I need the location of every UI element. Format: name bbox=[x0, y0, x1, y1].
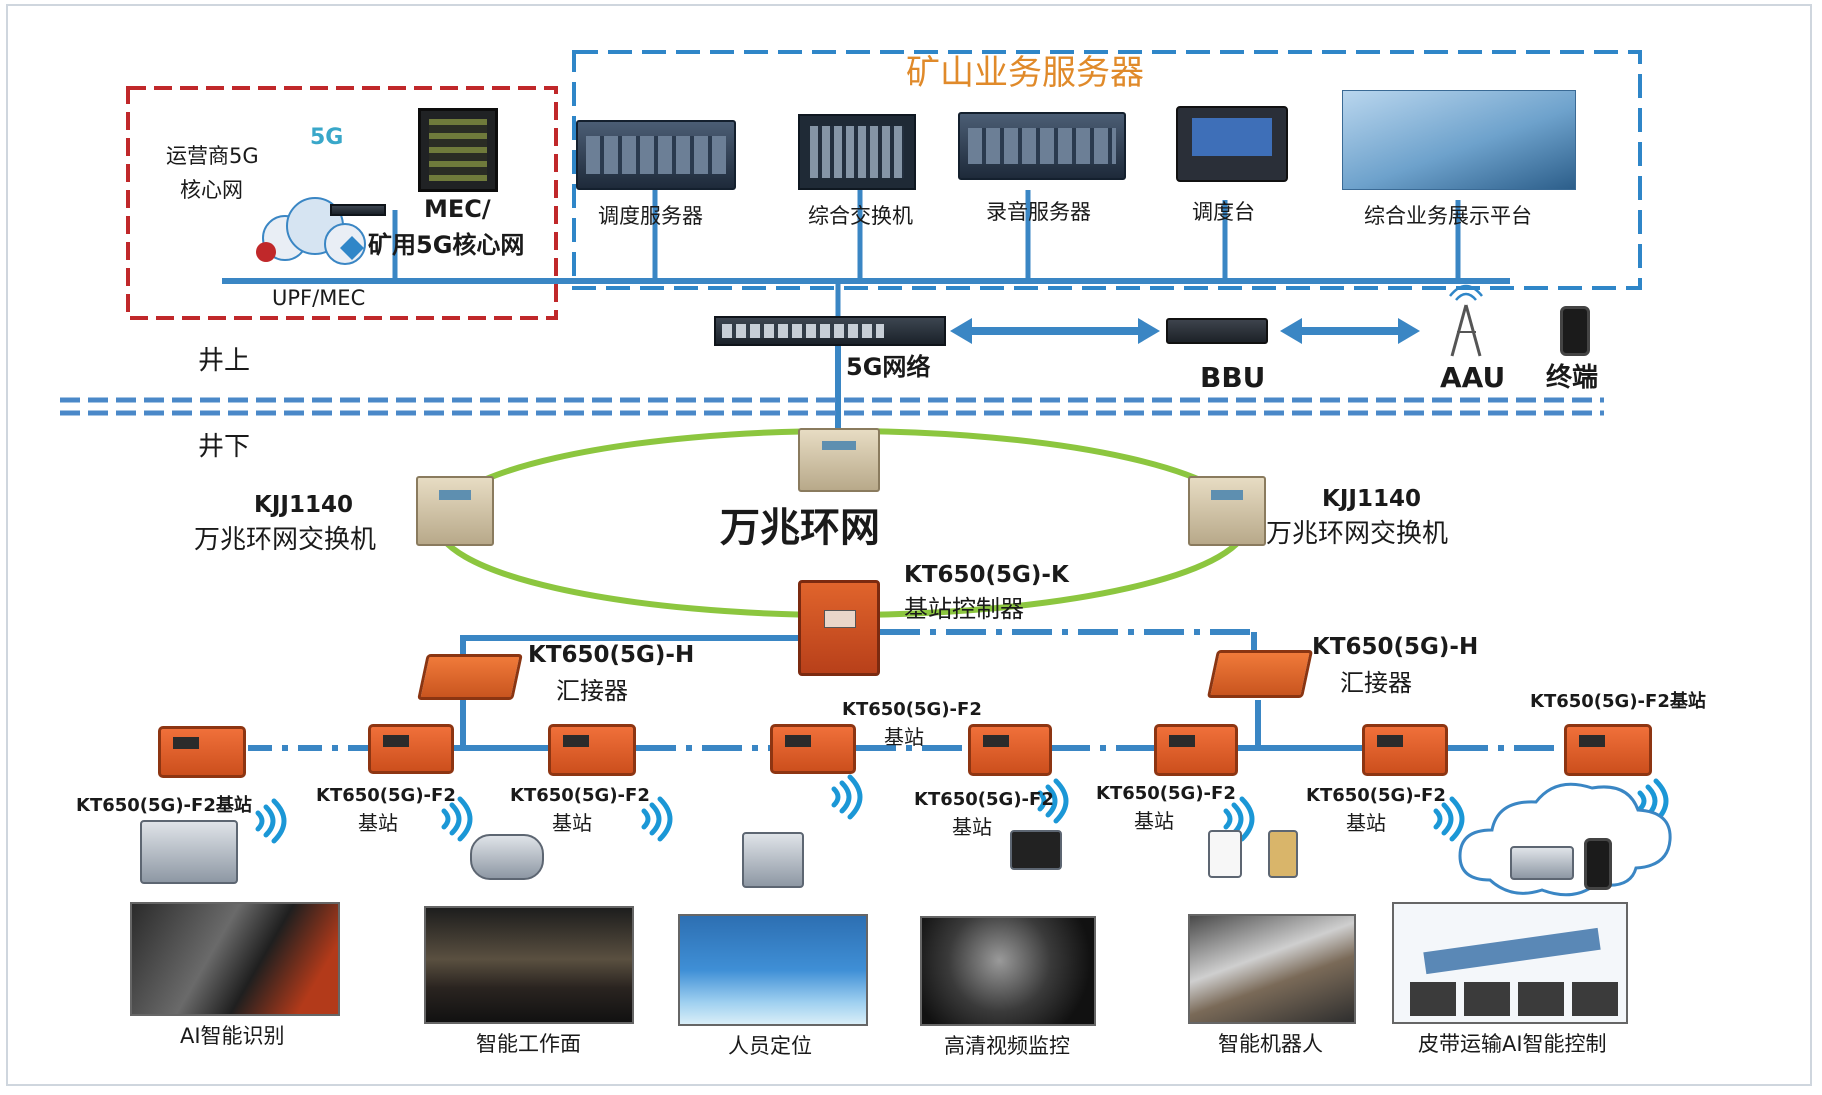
upf-mec-label: UPF/MEC bbox=[272, 286, 366, 310]
left-switch-name: 万兆环网交换机 bbox=[194, 525, 377, 555]
cloud-phone-icon bbox=[1584, 838, 1612, 890]
camera-housing-icon bbox=[140, 820, 238, 884]
ring-switch-right-icon bbox=[1188, 476, 1266, 546]
ring-title: 万兆环网 bbox=[720, 505, 880, 551]
base-station-4-name: 基站 bbox=[884, 725, 924, 749]
left-hub-model: KT650(5G)-H bbox=[528, 642, 695, 668]
mec-label-2: 矿用5G核心网 bbox=[368, 231, 525, 259]
dispatch-console-icon bbox=[1176, 106, 1288, 182]
base-station-8-icon bbox=[1564, 724, 1652, 776]
app-hd-video-label: 高清视频监控 bbox=[944, 1034, 1070, 1058]
base-station-5-name: 基站 bbox=[952, 815, 992, 839]
left-switch-model: KJJ1140 bbox=[254, 492, 353, 518]
smart-robot-photo bbox=[1188, 914, 1356, 1024]
base-station-5-icon bbox=[968, 724, 1052, 776]
cloud-server-icon bbox=[1510, 846, 1574, 880]
battery-pack-icon bbox=[1268, 830, 1298, 878]
base-station-3-name: 基站 bbox=[552, 811, 592, 835]
app-smart-robot-label: 智能机器人 bbox=[1218, 1032, 1323, 1056]
display-platform-label: 综合业务展示平台 bbox=[1364, 204, 1532, 228]
controller-name: 基站控制器 bbox=[904, 595, 1024, 623]
server-group-title: 矿山业务服务器 bbox=[906, 53, 1144, 93]
left-hub-icon bbox=[417, 654, 523, 700]
belt-thumb-2 bbox=[1464, 982, 1510, 1016]
recording-server-label: 录音服务器 bbox=[986, 200, 1091, 224]
diagram-frame bbox=[6, 4, 1812, 1086]
ring-switch-top-icon bbox=[798, 428, 880, 492]
network-cloud-icon bbox=[256, 197, 366, 265]
belt-thumb-3 bbox=[1518, 982, 1564, 1016]
personnel-location-photo bbox=[678, 914, 868, 1026]
network-label: 5G网络 bbox=[846, 353, 931, 381]
base-station-6-name: 基站 bbox=[1134, 809, 1174, 833]
aau-label: AAU bbox=[1440, 361, 1506, 394]
right-hub-icon bbox=[1206, 650, 1314, 698]
recording-server-icon bbox=[958, 112, 1126, 180]
fiveg-badge: 5G bbox=[310, 125, 344, 150]
base-station-8-label: KT650(5G)-F2基站 bbox=[1530, 691, 1706, 712]
core-switch-icon bbox=[714, 316, 946, 346]
base-station-7-name: 基站 bbox=[1346, 811, 1386, 835]
mec-server-icon bbox=[418, 108, 498, 192]
base-station-4-icon bbox=[770, 724, 856, 774]
belt-control-dashboard bbox=[1392, 902, 1628, 1024]
terminal-label: 终端 bbox=[1546, 363, 1599, 393]
right-switch-model: KJJ1140 bbox=[1322, 486, 1421, 512]
base-station-6-icon bbox=[1154, 724, 1238, 776]
operator-core-label-1: 运营商5G bbox=[166, 144, 259, 168]
section-above-ground: 井上 bbox=[198, 346, 251, 376]
camera-icon bbox=[470, 834, 544, 880]
base-station-4-model: KT650(5G)-F2 bbox=[842, 699, 982, 720]
base-station-3-icon bbox=[548, 724, 636, 776]
smart-workface-photo bbox=[424, 906, 634, 1024]
belt-diagram-bar bbox=[1423, 927, 1601, 975]
terminal-phone-icon bbox=[1560, 306, 1590, 356]
controller-model: KT650(5G)-K bbox=[904, 562, 1069, 588]
base-station-6-model: KT650(5G)-F2 bbox=[1096, 783, 1236, 804]
ai-recognition-photo bbox=[130, 902, 340, 1016]
dispatch-console-label: 调度台 bbox=[1192, 200, 1255, 224]
right-hub-model: KT650(5G)-H bbox=[1312, 634, 1479, 660]
base-station-7-icon bbox=[1362, 724, 1448, 776]
right-switch-name: 万兆环网交换机 bbox=[1266, 519, 1449, 549]
right-hub-name: 汇接器 bbox=[1340, 669, 1412, 697]
belt-thumb-1 bbox=[1410, 982, 1456, 1016]
base-station-2-icon bbox=[368, 724, 454, 774]
handheld-device-icon bbox=[1208, 830, 1242, 878]
app-personnel-location-label: 人员定位 bbox=[728, 1034, 812, 1058]
app-smart-workface-label: 智能工作面 bbox=[476, 1032, 581, 1056]
bbu-icon bbox=[1166, 318, 1268, 344]
section-underground: 井下 bbox=[198, 432, 251, 462]
display-platform-icon bbox=[1342, 90, 1576, 190]
core-network-box bbox=[126, 86, 558, 320]
bbu-label: BBU bbox=[1200, 361, 1266, 394]
belt-thumb-4 bbox=[1572, 982, 1618, 1016]
aau-tower-icon bbox=[1449, 284, 1483, 357]
locator-box-icon bbox=[742, 832, 804, 888]
integrated-switch-label: 综合交换机 bbox=[808, 204, 913, 228]
ring-switch-left-icon bbox=[416, 476, 494, 546]
base-station-3-model: KT650(5G)-F2 bbox=[510, 785, 650, 806]
base-station-1-label: KT650(5G)-F2基站 bbox=[76, 795, 252, 816]
operator-core-label-2: 核心网 bbox=[180, 178, 243, 202]
app-ai-recognition-label: AI智能识别 bbox=[180, 1024, 285, 1048]
hd-video-photo bbox=[920, 916, 1096, 1026]
sensor-probes-icon bbox=[1010, 830, 1062, 870]
mec-label-1: MEC/ bbox=[424, 195, 491, 223]
server-group-box bbox=[572, 50, 1642, 290]
base-station-2-model: KT650(5G)-F2 bbox=[316, 785, 456, 806]
base-station-2-name: 基站 bbox=[358, 811, 398, 835]
integrated-switch-icon bbox=[798, 114, 916, 190]
base-station-5-model: KT650(5G)-F2 bbox=[914, 789, 1054, 810]
app-belt-control-label: 皮带运输AI智能控制 bbox=[1418, 1032, 1607, 1056]
base-station-1-icon bbox=[158, 726, 246, 778]
dispatch-server-icon bbox=[576, 120, 736, 190]
left-hub-name: 汇接器 bbox=[556, 677, 628, 705]
base-station-7-model: KT650(5G)-F2 bbox=[1306, 785, 1446, 806]
mini-switch-icon bbox=[330, 204, 386, 216]
dispatch-server-label: 调度服务器 bbox=[598, 204, 703, 228]
base-station-controller-icon bbox=[798, 580, 880, 676]
